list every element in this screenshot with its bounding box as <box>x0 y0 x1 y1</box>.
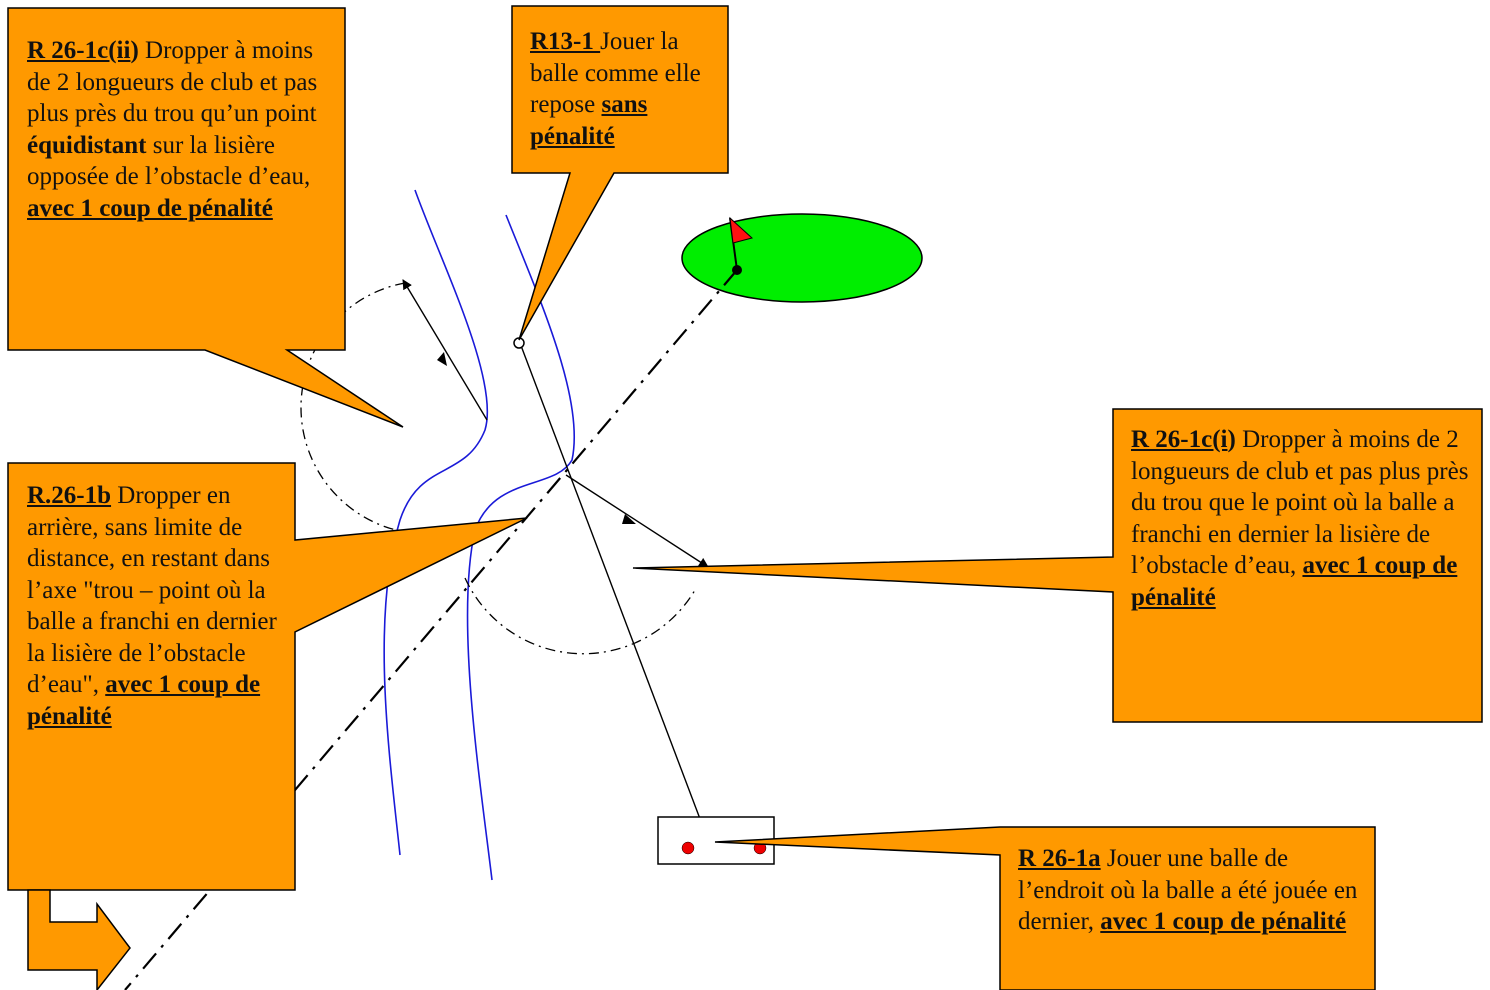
penalty-label: avec 1 coup de pénalité <box>27 194 273 222</box>
putting-green <box>681 213 923 303</box>
penalty-label: avec 1 coup de pénalité <box>1100 908 1347 935</box>
callout-r26-1c-ii: R 26-1c(ii) Dropper à moins de 2 longueu… <box>27 37 318 222</box>
rule-ref-r13-1: R13-1 <box>530 28 601 55</box>
water-hazard-margin-right <box>466 214 576 881</box>
callout-r26-1a: R 26-1a Jouer une balle de l’endroit où … <box>1018 845 1358 935</box>
callout-r26-1c-i-shape <box>632 408 1483 723</box>
penalty-label: avec 1 coup de pénalité <box>1131 552 1458 611</box>
two-club-length-arc-lower <box>464 577 696 655</box>
rule-ref-r26-1b: R.26-1b <box>27 482 112 509</box>
emphasis-equidistant: équidistant <box>27 131 147 159</box>
callout-r26-1c-ii-shape <box>7 7 404 428</box>
rule-ref-r26-1c-ii: R 26-1c(ii <box>27 37 131 64</box>
bent-arrow-icon <box>27 889 131 990</box>
penalty-label: sans pénalité <box>530 91 648 150</box>
two-club-length-arc-upper <box>300 282 451 535</box>
callout-r26-1b-shape <box>7 462 528 891</box>
rule-ref-r26-1c-i: R 26-1c(i <box>1131 426 1228 453</box>
callout-r26-1a-shape <box>714 826 1376 990</box>
callout-r26-1c-i: R 26-1c(i) Dropper à moins de 2 longueur… <box>1131 426 1469 611</box>
water-hazard-margin-left <box>383 189 489 856</box>
penalty-label: avec 1 coup de pénalité <box>27 671 261 730</box>
arrow-26-1c-ii <box>402 279 488 421</box>
tee-marker-left <box>681 841 695 855</box>
callout-r26-1b: R.26-1b Dropper en arrière, sans limite … <box>27 482 277 730</box>
callout-r13-1-shape <box>511 5 729 341</box>
arrow-26-1c-i <box>565 474 709 568</box>
ball-trajectory <box>519 342 709 841</box>
rule-ref-r26-1a: R 26-1a <box>1018 845 1101 872</box>
callout-r13-1: R13-1 Jouer la balle comme elle repose s… <box>530 28 701 150</box>
